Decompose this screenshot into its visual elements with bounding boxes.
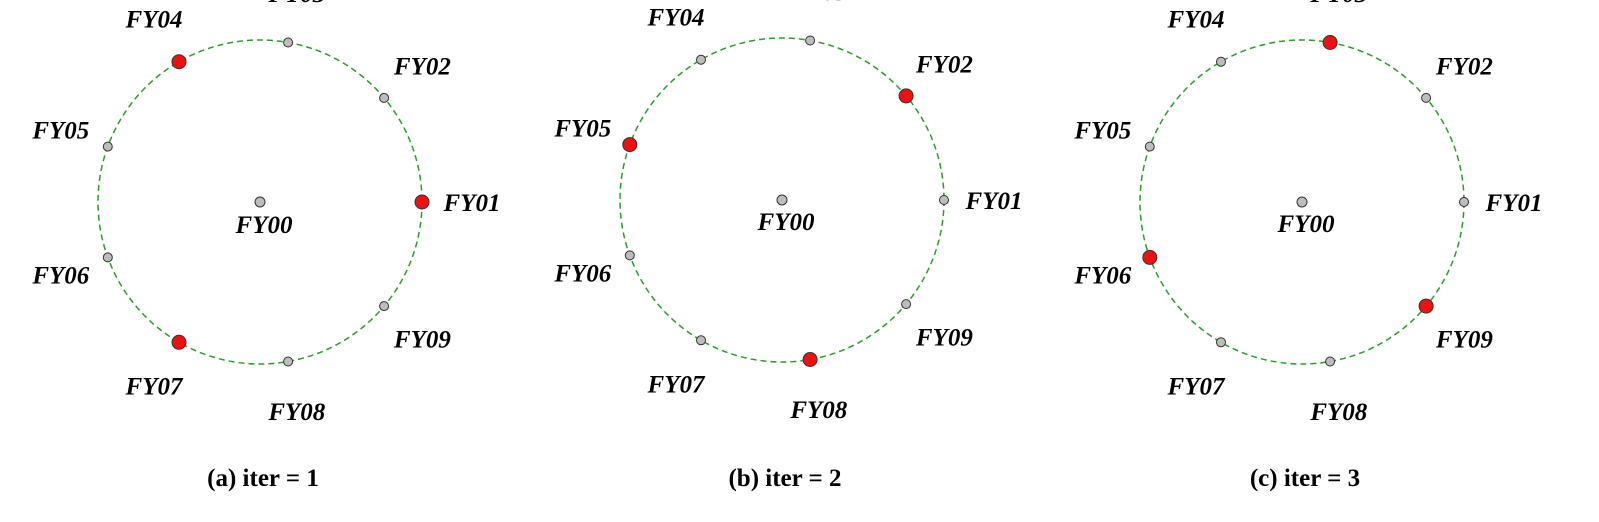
center-label: FY00	[757, 209, 815, 236]
ring-nodes: FY01 FY02 FY03FY04FY05FY06FY07FY08 FY09	[1073, 0, 1542, 426]
node-label: FY03	[789, 0, 847, 6]
node-label: FY08	[1309, 399, 1367, 426]
node-label: FY08	[267, 399, 325, 426]
node	[283, 37, 294, 48]
node-selected	[898, 88, 914, 104]
node	[283, 356, 294, 367]
node-label: FY07	[1167, 374, 1226, 401]
node-label: FY03	[1309, 0, 1367, 8]
node-label: FY01	[1485, 190, 1543, 217]
node	[1144, 141, 1155, 152]
ring-nodes: FY01 FY02 FY03FY04FY05FY06FY07FY08 FY09	[553, 0, 1022, 424]
node	[1216, 337, 1226, 348]
node	[379, 92, 390, 103]
node	[379, 301, 390, 312]
node-label: FY04	[125, 6, 183, 33]
panel-c: FY00 FY01FY02FY03FY04FY05FY06FY07FY08FY0…	[1073, 0, 1542, 492]
node-selected	[171, 334, 187, 350]
caption: (b) iter = 2	[728, 465, 841, 492]
caption: (c) iter = 3	[1250, 465, 1360, 492]
node-label: FY05	[553, 116, 611, 143]
node	[696, 54, 706, 65]
center-node	[1296, 196, 1308, 208]
node	[102, 141, 113, 152]
panel-b: FY00 FY01FY02FY03FY04FY05FY06FY07FY08FY0…	[553, 0, 1022, 492]
node-selected	[171, 54, 187, 70]
node-label: FY07	[647, 372, 706, 399]
caption: (a) iter = 1	[207, 465, 319, 492]
node-label: FY09	[915, 324, 973, 351]
node-label: FY08	[789, 397, 847, 424]
node-label: FY02	[1435, 54, 1493, 81]
panel-a: FY00 FY01FY02FY03FY04FY05FY06FY07FY08FY0…	[31, 0, 500, 492]
center-label: FY00	[235, 212, 293, 239]
node	[1325, 356, 1336, 367]
node	[1459, 197, 1469, 207]
center-node	[254, 196, 266, 208]
node	[1421, 92, 1432, 103]
ring-nodes: FY01 FY02 FY03FY04FY05FY06FY07FY08 FY09	[31, 0, 500, 426]
center-label: FY00	[1277, 211, 1335, 238]
node-label: FY01	[965, 188, 1023, 215]
center-node	[776, 194, 788, 206]
node-label: FY06	[1073, 263, 1131, 290]
node-label: FY06	[31, 263, 89, 290]
node-selected	[1322, 35, 1338, 50]
node	[805, 35, 816, 46]
node-label: FY06	[553, 261, 611, 288]
node	[624, 250, 635, 261]
node	[1216, 56, 1226, 67]
node-label: FY01	[443, 190, 501, 217]
node-label: FY09	[393, 326, 451, 353]
node-label: FY02	[393, 54, 451, 81]
node-selected	[802, 352, 818, 367]
node	[696, 335, 706, 346]
node-selected	[414, 194, 430, 210]
node	[939, 195, 949, 205]
node-selected	[622, 137, 638, 153]
node-label: FY02	[915, 52, 973, 79]
node-selected	[1418, 298, 1434, 314]
node	[102, 252, 113, 263]
node-label: FY03	[267, 0, 325, 8]
node-label: FY04	[1167, 6, 1225, 33]
node	[901, 299, 912, 310]
node-label: FY04	[647, 4, 705, 31]
node-label: FY05	[1073, 118, 1131, 145]
node-label: FY05	[31, 118, 89, 145]
node-selected	[1142, 249, 1158, 265]
node-label: FY07	[125, 374, 184, 401]
node-label: FY09	[1435, 326, 1493, 353]
